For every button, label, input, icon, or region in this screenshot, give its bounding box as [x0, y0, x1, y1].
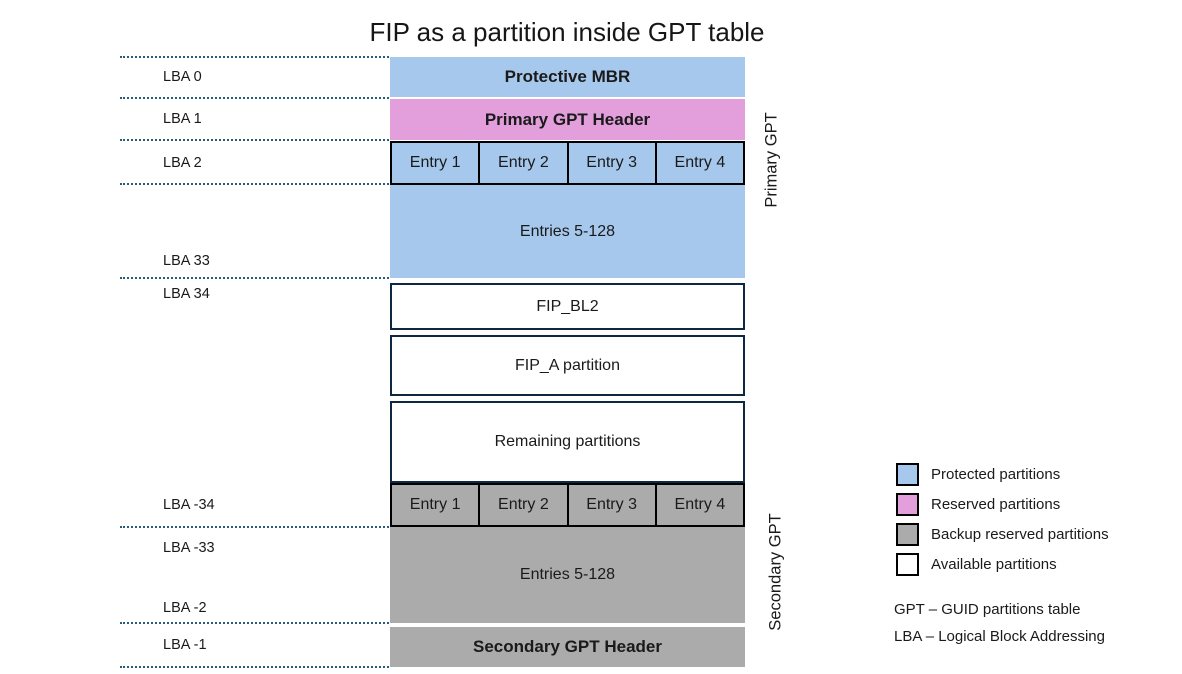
lba-boundary-line	[120, 622, 389, 624]
legend-label: Available partitions	[931, 555, 1057, 573]
secondary-entry-4: Entry 4	[674, 496, 726, 513]
block-fip-a-partition: FIP_A partition	[390, 335, 745, 396]
lba-boundary-line	[120, 277, 389, 279]
legend-item-protected: Protected partitions	[896, 459, 1109, 489]
lba-label-0: LBA 0	[163, 69, 202, 85]
backup-reserved-partitions-swatch-icon	[896, 522, 919, 546]
secondary-entry-1: Entry 1	[392, 485, 481, 525]
block-protective-mbr: Protective MBR	[390, 57, 745, 97]
block-primary-entries-5-128: Entries 5-128	[390, 185, 745, 278]
protected-partitions-swatch-icon	[896, 462, 919, 486]
legend-item-reserved: Reserved partitions	[896, 489, 1109, 519]
footnote-gpt: GPT – GUID partitions table	[894, 601, 1081, 618]
lba-label-neg34: LBA -34	[163, 497, 215, 513]
lba-boundary-line	[120, 97, 389, 99]
legend-item-backup: Backup reserved partitions	[896, 519, 1109, 549]
diagram-title: FIP as a partition inside GPT table	[369, 17, 765, 47]
legend-label: Reserved partitions	[931, 495, 1061, 513]
footnote-lba: LBA – Logical Block Addressing	[894, 628, 1105, 645]
lba-boundary-line	[120, 183, 389, 185]
block-primary-gpt-header: Primary GPT Header	[390, 99, 745, 140]
legend-item-available: Available partitions	[896, 549, 1109, 579]
secondary-entry-2: Entry 2	[480, 485, 569, 525]
secondary-entry-row: Entry 1 Entry 2 Entry 3 Entry 4	[390, 483, 745, 527]
block-remaining-partitions: Remaining partitions	[390, 401, 745, 483]
primary-entry-row: Entry 1 Entry 2 Entry 3 Entry 4	[390, 141, 745, 185]
secondary-gpt-group-label: Secondary GPT	[766, 513, 785, 631]
lba-boundary-line	[120, 56, 389, 58]
legend: Protected partitions Reserved partitions…	[896, 459, 1109, 579]
lba-label-34: LBA 34	[163, 286, 210, 302]
legend-label: Protected partitions	[931, 465, 1061, 483]
legend-label: Backup reserved partitions	[931, 525, 1109, 543]
reserved-partitions-swatch-icon	[896, 492, 919, 516]
block-secondary-gpt-header: Secondary GPT Header	[390, 627, 745, 667]
lba-label-neg2: LBA -2	[163, 600, 207, 616]
lba-label-1: LBA 1	[163, 111, 202, 127]
lba-boundary-line	[120, 139, 389, 141]
primary-gpt-group-label: Primary GPT	[762, 112, 781, 208]
block-fip-bl2: FIP_BL2	[390, 283, 745, 330]
lba-label-neg1: LBA -1	[163, 637, 207, 653]
lba-label-neg33: LBA -33	[163, 540, 215, 556]
lba-boundary-line	[120, 526, 389, 528]
primary-entry-2: Entry 2	[480, 143, 569, 183]
primary-entry-1: Entry 1	[392, 143, 481, 183]
lba-label-2: LBA 2	[163, 155, 202, 171]
available-partitions-swatch-icon	[896, 552, 919, 576]
lba-label-33: LBA 33	[163, 253, 210, 269]
secondary-entry-3: Entry 3	[569, 485, 657, 525]
primary-entry-4: Entry 4	[674, 154, 726, 171]
primary-entry-3: Entry 3	[569, 143, 657, 183]
lba-boundary-line	[120, 666, 389, 668]
block-secondary-entries-5-128: Entries 5-128	[390, 527, 745, 623]
